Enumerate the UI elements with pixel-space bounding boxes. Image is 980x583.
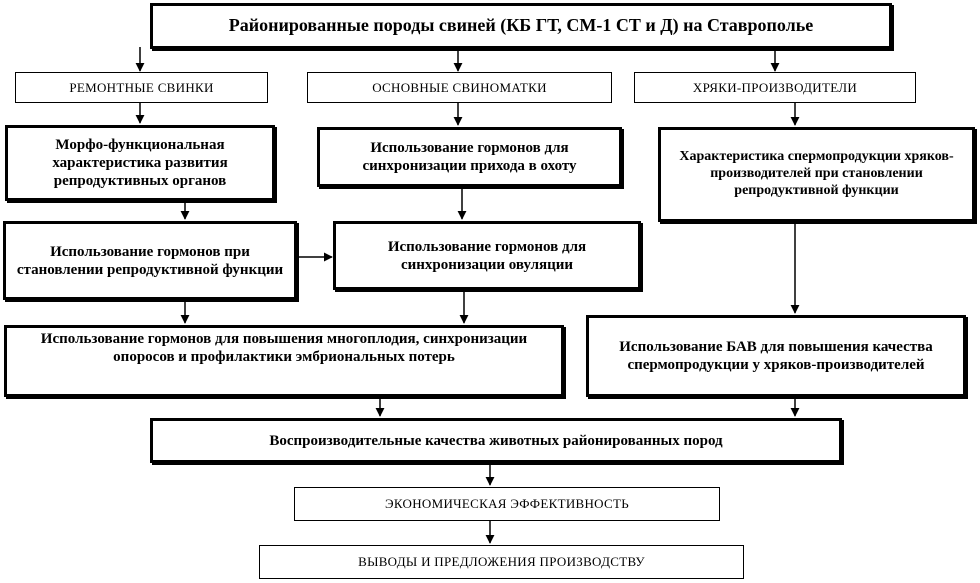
node-hormones-ovul-text: Использование гормонов для синхронизации… [387, 238, 587, 273]
node-morpho: Морфо-функциональная характеристика разв… [5, 125, 275, 201]
node-bav: Использование БАВ для повышения качества… [586, 315, 966, 397]
node-hormones-repro: Использование гормонов при становлении р… [3, 221, 297, 300]
node-hormones-multi-text: Использование гормонов для повышения мно… [40, 331, 528, 365]
group-sows-label: ОСНОВНЫЕ СВИНОМАТКИ [372, 79, 547, 95]
node-sperm-char-text: Характеристика спермопродукции хряков-пр… [679, 149, 954, 198]
group-sows: ОСНОВНЫЕ СВИНОМАТКИ [307, 72, 612, 103]
node-economic-text: ЭКОНОМИЧЕСКАЯ ЭФФЕКТИВНОСТЬ [385, 496, 629, 512]
node-bav-text: Использование БАВ для повышения качества… [619, 339, 933, 373]
group-boars: ХРЯКИ-ПРОИЗВОДИТЕЛИ [634, 72, 916, 103]
node-hormones-multi: Использование гормонов для повышения мно… [4, 325, 564, 397]
node-hormones-hunt: Использование гормонов для синхронизации… [317, 127, 622, 187]
node-conclusions: ВЫВОДЫ И ПРЕДЛОЖЕНИЯ ПРОИЗВОДСТВУ [259, 545, 744, 579]
node-hormones-hunt-text: Использование гормонов для синхронизации… [362, 140, 577, 174]
group-gilts: РЕМОНТНЫЕ СВИНКИ [15, 72, 268, 103]
node-sperm-char: Характеристика спермопродукции хряков-пр… [658, 127, 975, 222]
node-morpho-text: Морфо-функциональная характеристика разв… [52, 137, 228, 189]
node-reproductive: Воспроизводительные качества животных ра… [150, 418, 842, 463]
node-conclusions-text: ВЫВОДЫ И ПРЕДЛОЖЕНИЯ ПРОИЗВОДСТВУ [358, 554, 645, 570]
diagram-title: Районированные породы свиней (КБ ГТ, СМ-… [150, 3, 892, 49]
node-hormones-ovul: Использование гормонов для синхронизации… [333, 221, 641, 290]
group-gilts-label: РЕМОНТНЫЕ СВИНКИ [69, 79, 214, 95]
group-boars-label: ХРЯКИ-ПРОИЗВОДИТЕЛИ [692, 79, 858, 95]
node-economic: ЭКОНОМИЧЕСКАЯ ЭФФЕКТИВНОСТЬ [294, 487, 720, 521]
diagram-title-text: Районированные породы свиней (КБ ГТ, СМ-… [228, 15, 814, 36]
node-reproductive-text: Воспроизводительные качества животных ра… [269, 432, 723, 449]
node-hormones-repro-text: Использование гормонов при становлении р… [16, 243, 284, 278]
